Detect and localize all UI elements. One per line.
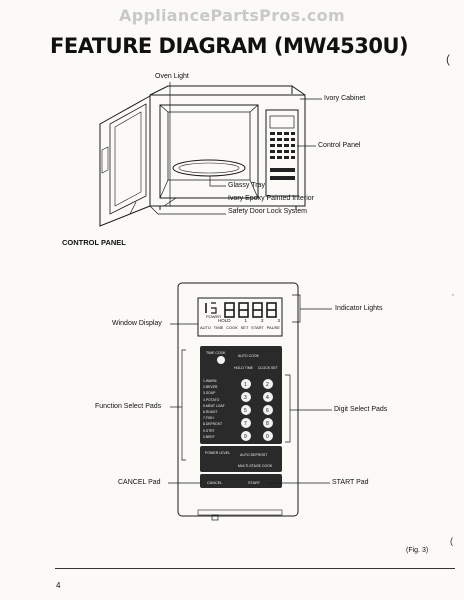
- digit-pad-7[interactable]: 7: [244, 421, 247, 427]
- display-digits: [205, 302, 277, 318]
- digit-pad-3[interactable]: 3: [244, 395, 247, 401]
- glassy-tray: [172, 159, 246, 177]
- digit-pad-1[interactable]: 1: [244, 382, 247, 388]
- indicator-2: 2: [260, 318, 264, 323]
- leader-lines: [129, 82, 322, 215]
- function-pad[interactable]: 7.FISH: [203, 416, 214, 421]
- time-cook-pad[interactable]: TIME COOK: [206, 351, 226, 355]
- digit-pad-4[interactable]: 4: [266, 395, 269, 401]
- indicator-cook: COOK: [226, 325, 238, 330]
- start-pad[interactable]: START: [248, 481, 261, 485]
- cancel-pad[interactable]: CANCEL: [207, 481, 223, 485]
- start-pad-label: START Pad: [332, 479, 369, 486]
- function-pad-list: 1.WARM 2.BEVER. 3.SOUP 4.POTATO 5.MEAT L…: [203, 378, 237, 440]
- digit-pad-circles: [241, 379, 273, 441]
- power-level-pad[interactable]: POWER LEVEL: [205, 451, 231, 455]
- function-pad[interactable]: 8.DEFROST: [203, 422, 223, 427]
- auto-defrost-pad[interactable]: AUTO DEFROST: [240, 453, 268, 457]
- function-pad[interactable]: 2.BEVER.: [203, 385, 219, 390]
- function-pad[interactable]: 5.MEAT LOAF: [203, 403, 225, 408]
- indicator-3: 3: [277, 318, 280, 323]
- figure-reference: (Fig. 3): [406, 547, 429, 554]
- digit-pad-2[interactable]: 2: [266, 382, 269, 388]
- digit-select-label: Digit Select Pads: [334, 406, 388, 413]
- clock-icon: [217, 356, 225, 364]
- hold-time-pad[interactable]: HOLD TIME: [234, 366, 253, 370]
- indicator-row-2: AUTO TIME COOK SET START PAUSE: [200, 325, 280, 330]
- section-title: CONTROL PANEL: [62, 238, 126, 247]
- indicator-auto: AUTO: [200, 325, 212, 330]
- cabinet-keypad: [270, 132, 295, 180]
- indicator-start: START: [251, 325, 264, 330]
- cabinet-control-panel: [265, 109, 299, 197]
- window-display-label: Window Display: [112, 320, 162, 327]
- control-panel-label: Control Panel: [318, 142, 361, 149]
- page-number: 4: [56, 581, 61, 590]
- digit-pad-8[interactable]: 8: [266, 421, 269, 427]
- indicator-row-1: HOLD 1 2 3: [218, 318, 280, 323]
- digit-pad-6[interactable]: 6: [266, 408, 269, 414]
- edge-mark: (: [450, 536, 453, 546]
- multi-stage-pad[interactable]: MULTI-STAGE COOK: [238, 464, 273, 468]
- digit-pad-5[interactable]: 5: [244, 408, 247, 414]
- panel-leader-lines: [168, 294, 332, 484]
- auto-cook-pad[interactable]: AUTO COOK: [238, 354, 259, 358]
- indicator-time: TIME: [213, 325, 224, 330]
- page-title: FEATURE DIAGRAM (MW4530U): [50, 34, 409, 58]
- function-select-label: Function Select Pads: [95, 403, 162, 410]
- function-pad[interactable]: 3.SOUP: [203, 391, 216, 396]
- function-pad[interactable]: 6.ROAST: [203, 410, 218, 415]
- watermark: AppliancePartsPros.com: [119, 6, 345, 25]
- keypad-block: [200, 346, 282, 488]
- edge-mark: ,: [452, 290, 454, 297]
- panel-outline: [177, 282, 299, 517]
- edge-mark: (: [446, 52, 450, 66]
- ivory-epoxy-label: Ivory Epoxy Painted Interior: [228, 195, 314, 202]
- ivory-cabinet-label: Ivory Cabinet: [324, 95, 366, 102]
- footer-rule: [55, 568, 455, 569]
- glassy-tray-label: Glassy Tray: [228, 182, 265, 189]
- function-pad[interactable]: 1.WARM: [203, 379, 217, 383]
- function-pad[interactable]: 0.BEEF: [203, 434, 215, 439]
- cancel-pad-label: CANCEL Pad: [118, 479, 161, 486]
- oven-light-label: Oven Light: [155, 73, 189, 80]
- display-power-label: POWER: [206, 314, 222, 319]
- digit-pad-9[interactable]: 9: [244, 434, 247, 440]
- digit-pad-0[interactable]: 0: [266, 434, 269, 440]
- display-window: [197, 297, 283, 337]
- function-pad[interactable]: 4.POTATO: [203, 397, 220, 402]
- indicator-1: 1: [244, 318, 247, 323]
- clock-pad[interactable]: CLOCK SET: [258, 366, 278, 370]
- indicator-set: SET: [240, 325, 249, 330]
- indicator-hold: HOLD: [218, 318, 231, 323]
- function-pad[interactable]: 9.STRT: [203, 428, 215, 433]
- indicator-lights-label: Indicator Lights: [335, 305, 383, 312]
- cabinet-top: [149, 85, 306, 96]
- open-door: [99, 95, 151, 227]
- indicator-pause: PAUSE: [266, 325, 280, 330]
- safety-door-label: Safety Door Lock System: [228, 208, 307, 215]
